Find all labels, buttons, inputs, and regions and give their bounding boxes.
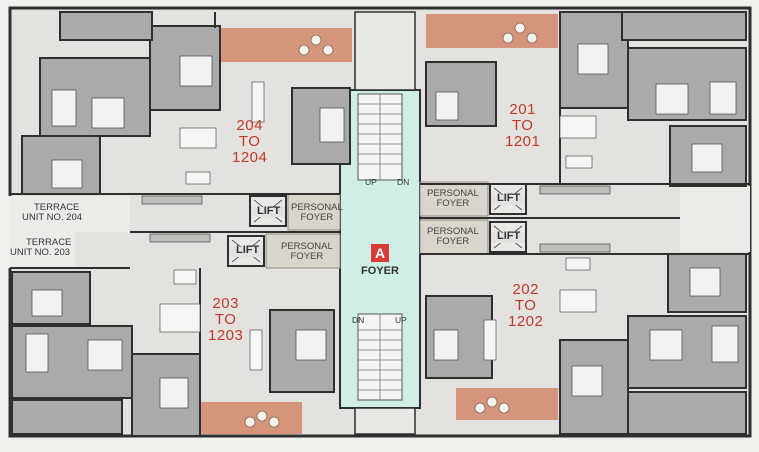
lift-label: LIFT <box>497 230 521 242</box>
foyer-badge: A <box>371 244 389 262</box>
terrace-204-area <box>0 196 130 232</box>
personal-foyers <box>265 181 489 269</box>
stair-up-label: UP <box>365 177 377 187</box>
interior-walls <box>10 12 750 354</box>
stair-down-label: DN <box>397 177 410 187</box>
stair-down-label: DN <box>352 315 365 325</box>
lift-label: LIFT <box>257 205 281 217</box>
balcony-201 <box>426 14 558 48</box>
stair-treads <box>358 94 402 400</box>
furniture <box>159 81 597 371</box>
balcony-204 <box>220 28 352 62</box>
foyer-label: FOYER <box>361 265 399 277</box>
lift-label: LIFT <box>497 192 521 204</box>
terrace-203-area <box>0 232 75 268</box>
right-terrace-area <box>680 186 750 252</box>
stair-up-label: UP <box>395 315 407 325</box>
lift-label: LIFT <box>236 244 260 256</box>
kitchen-counters <box>141 185 611 253</box>
beds <box>25 43 739 409</box>
